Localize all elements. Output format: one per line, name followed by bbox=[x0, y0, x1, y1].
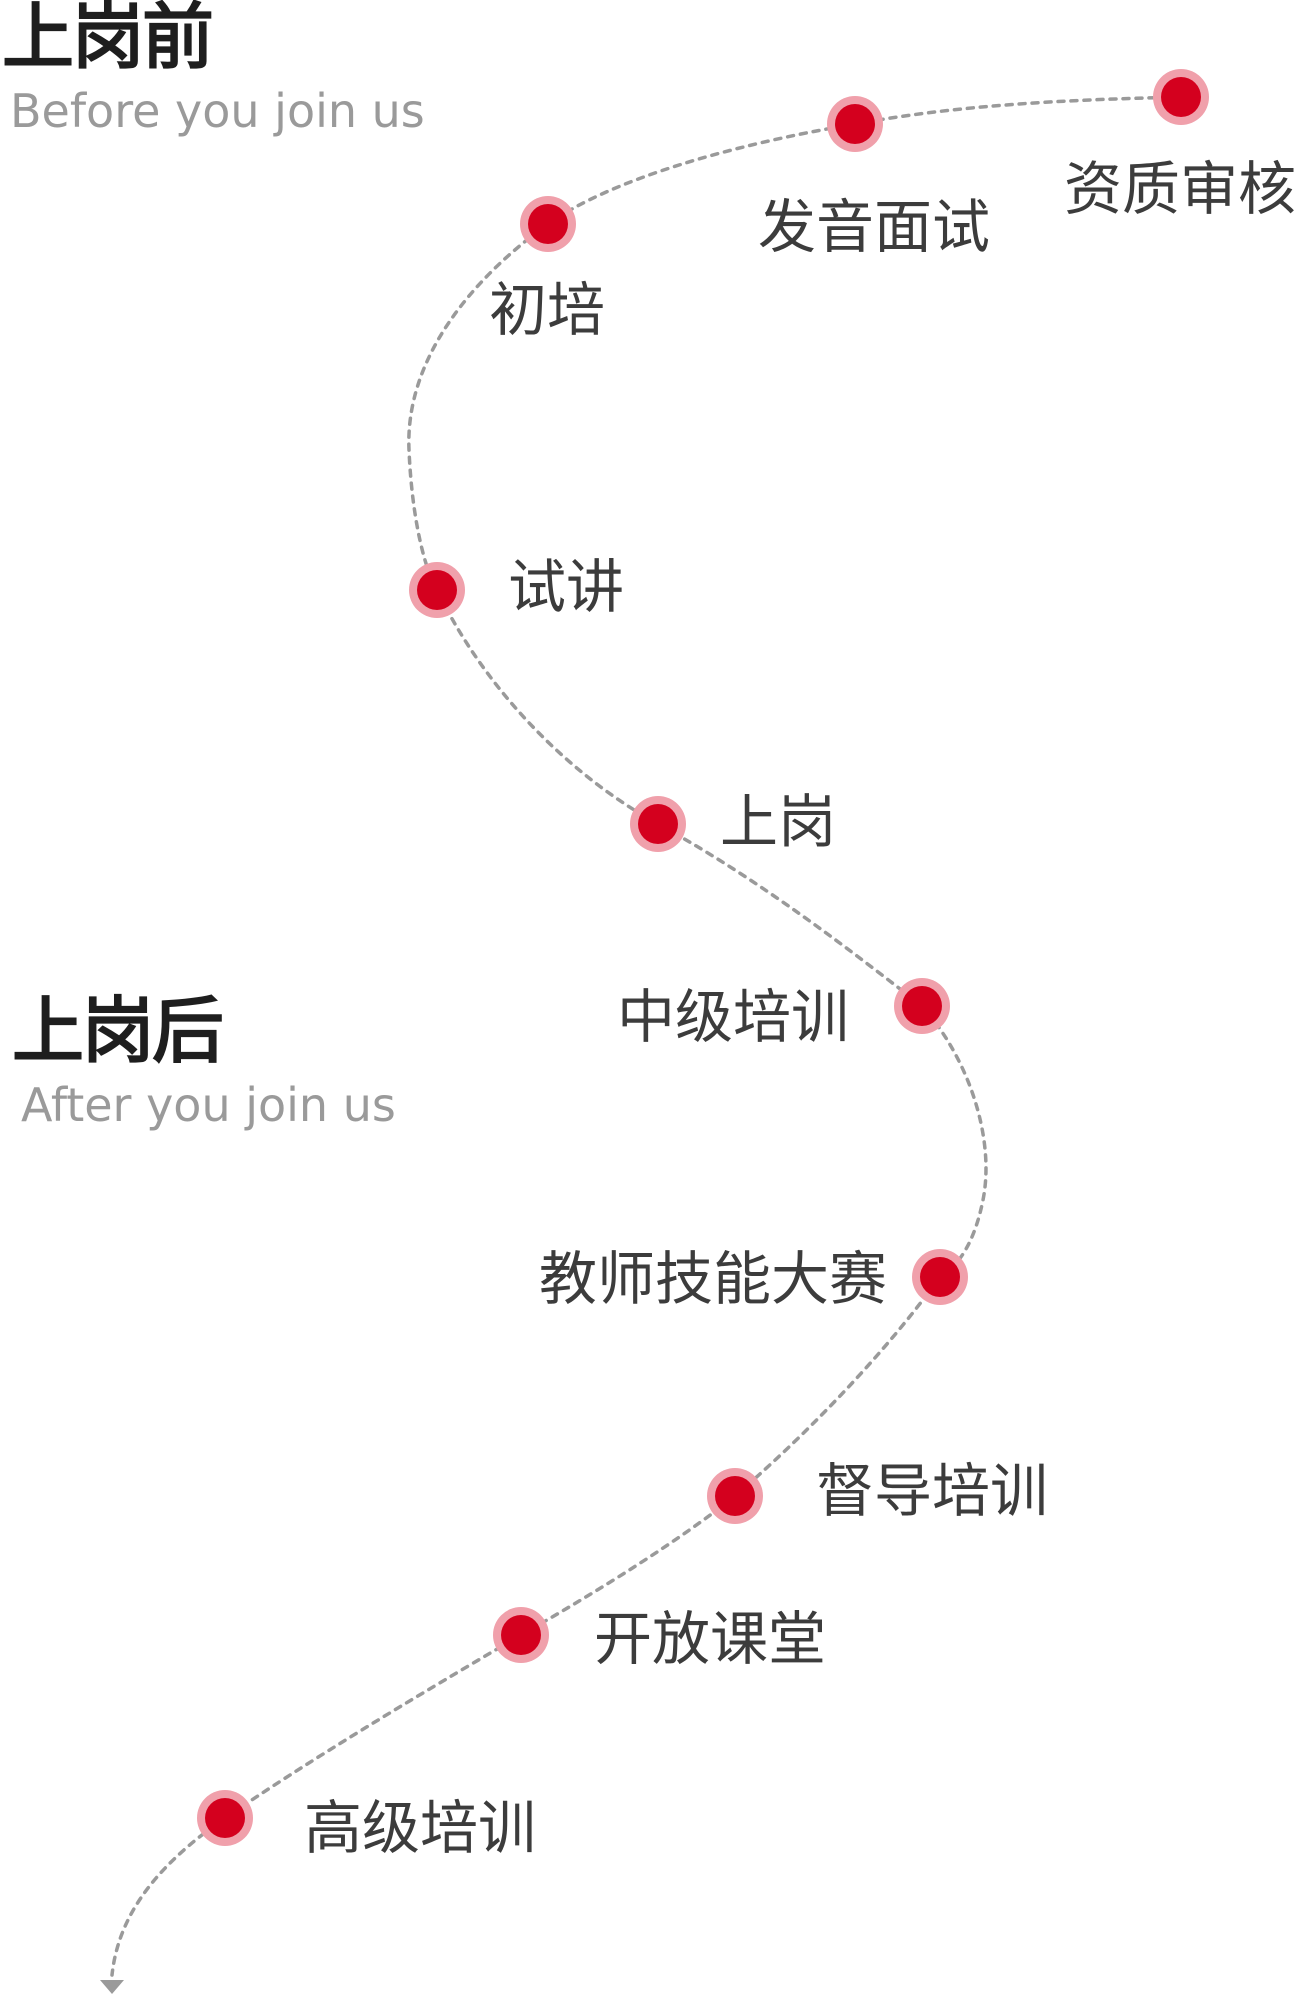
milestone-dot-core bbox=[920, 1257, 960, 1297]
milestone-dot bbox=[1153, 69, 1209, 125]
milestone-dot-core bbox=[835, 104, 875, 144]
milestone-dot bbox=[707, 1468, 763, 1524]
milestone-dot bbox=[894, 978, 950, 1034]
milestone-dot-core bbox=[715, 1476, 755, 1516]
milestone-dot bbox=[630, 796, 686, 852]
milestone-dot-core bbox=[638, 804, 678, 844]
section-title-after: 上岗后 bbox=[12, 989, 224, 1073]
step-label-advanced-training: 高级培训 bbox=[304, 1794, 537, 1862]
milestone-dot bbox=[520, 196, 576, 252]
milestone-dot bbox=[409, 562, 465, 618]
section-subtitle-after: After you join us bbox=[21, 1078, 396, 1132]
section-subtitle-before: Before you join us bbox=[10, 84, 425, 138]
milestone-dot-core bbox=[417, 570, 457, 610]
milestone-dot-core bbox=[1161, 77, 1201, 117]
step-label-qualification-review: 资质审核 bbox=[1064, 155, 1297, 223]
step-label-onboard: 上岗 bbox=[720, 788, 837, 856]
step-label-open-classroom: 开放课堂 bbox=[594, 1605, 827, 1673]
step-label-supervision-training: 督导培训 bbox=[816, 1457, 1049, 1525]
step-label-initial-training: 初培 bbox=[489, 276, 606, 344]
milestone-dot-core bbox=[528, 204, 568, 244]
step-label-intermediate-training: 中级培训 bbox=[617, 983, 850, 1051]
step-label-teaching-skills-contest: 教师技能大赛 bbox=[539, 1245, 888, 1313]
step-label-trial-lecture: 试讲 bbox=[508, 553, 625, 621]
milestone-dot-core bbox=[501, 1615, 541, 1655]
step-label-pronunciation-interview: 发音面试 bbox=[758, 193, 991, 261]
milestone-dot bbox=[912, 1249, 968, 1305]
milestone-dot bbox=[827, 96, 883, 152]
section-title-before: 上岗前 bbox=[2, 0, 214, 79]
milestone-dot-core bbox=[205, 1798, 245, 1838]
milestone-dot-core bbox=[902, 986, 942, 1026]
milestone-dot bbox=[197, 1790, 253, 1846]
arrow-head-icon bbox=[100, 1980, 124, 1994]
milestone-dot bbox=[493, 1607, 549, 1663]
